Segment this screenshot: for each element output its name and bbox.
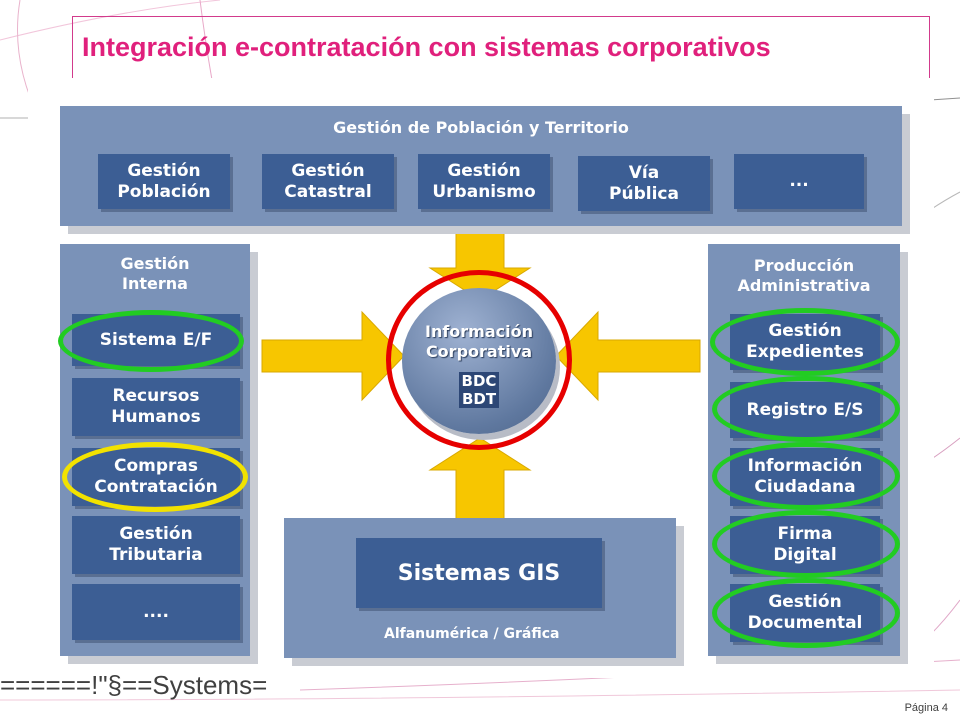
box-informacion-ciudadana: Información Ciudadana [730, 448, 880, 506]
box-gestion-tributaria: Gestión Tributaria [72, 516, 240, 574]
box-recursos-humanos: Recursos Humanos [72, 378, 240, 436]
box-gestion-urbanismo: Gestión Urbanismo [418, 154, 550, 209]
center-circle [402, 288, 556, 434]
right-panel-title: Producción Administrativa [737, 256, 871, 295]
box-gestion-catastral: Gestión Catastral [262, 154, 394, 209]
box-sistemas-gis: Sistemas GIS [356, 538, 602, 608]
box-gestion-poblacion: Gestión Población [98, 154, 230, 209]
gis-subtitle: Alfanumérica / Gráfica [384, 626, 560, 642]
center-title: Información Corporativa [424, 322, 533, 361]
footer-text: ======!"§==Systems= [0, 670, 268, 700]
box-firma-digital: Firma Digital [730, 516, 880, 574]
box-gestion-expedientes: Gestión Expedientes [730, 314, 880, 370]
top-panel-title: Gestión de Población y Territorio [333, 118, 629, 137]
box-gestion-documental: Gestión Documental [730, 584, 880, 642]
box-top-more: ... [734, 154, 864, 209]
database-label-bdc: BDC [459, 372, 499, 390]
page-title: Integración e-contratación con sistemas … [82, 32, 771, 62]
box-via-publica: Vía Pública [578, 156, 710, 211]
database-label-bdt: BDT [459, 390, 499, 408]
box-compras-contratacion: Compras Contratación [72, 448, 240, 506]
page-number: Página 4 [904, 702, 948, 714]
box-registro-es: Registro E/S [730, 382, 880, 438]
box-sistema-ef: Sistema E/F [72, 314, 240, 366]
left-panel-title: Gestión Interna [120, 254, 190, 293]
box-left-more: .... [72, 584, 240, 640]
arrow-from-top [428, 225, 532, 301]
arrow-from-right [555, 310, 701, 402]
arrow-from-left [261, 310, 405, 402]
arrow-from-bottom [428, 437, 532, 521]
